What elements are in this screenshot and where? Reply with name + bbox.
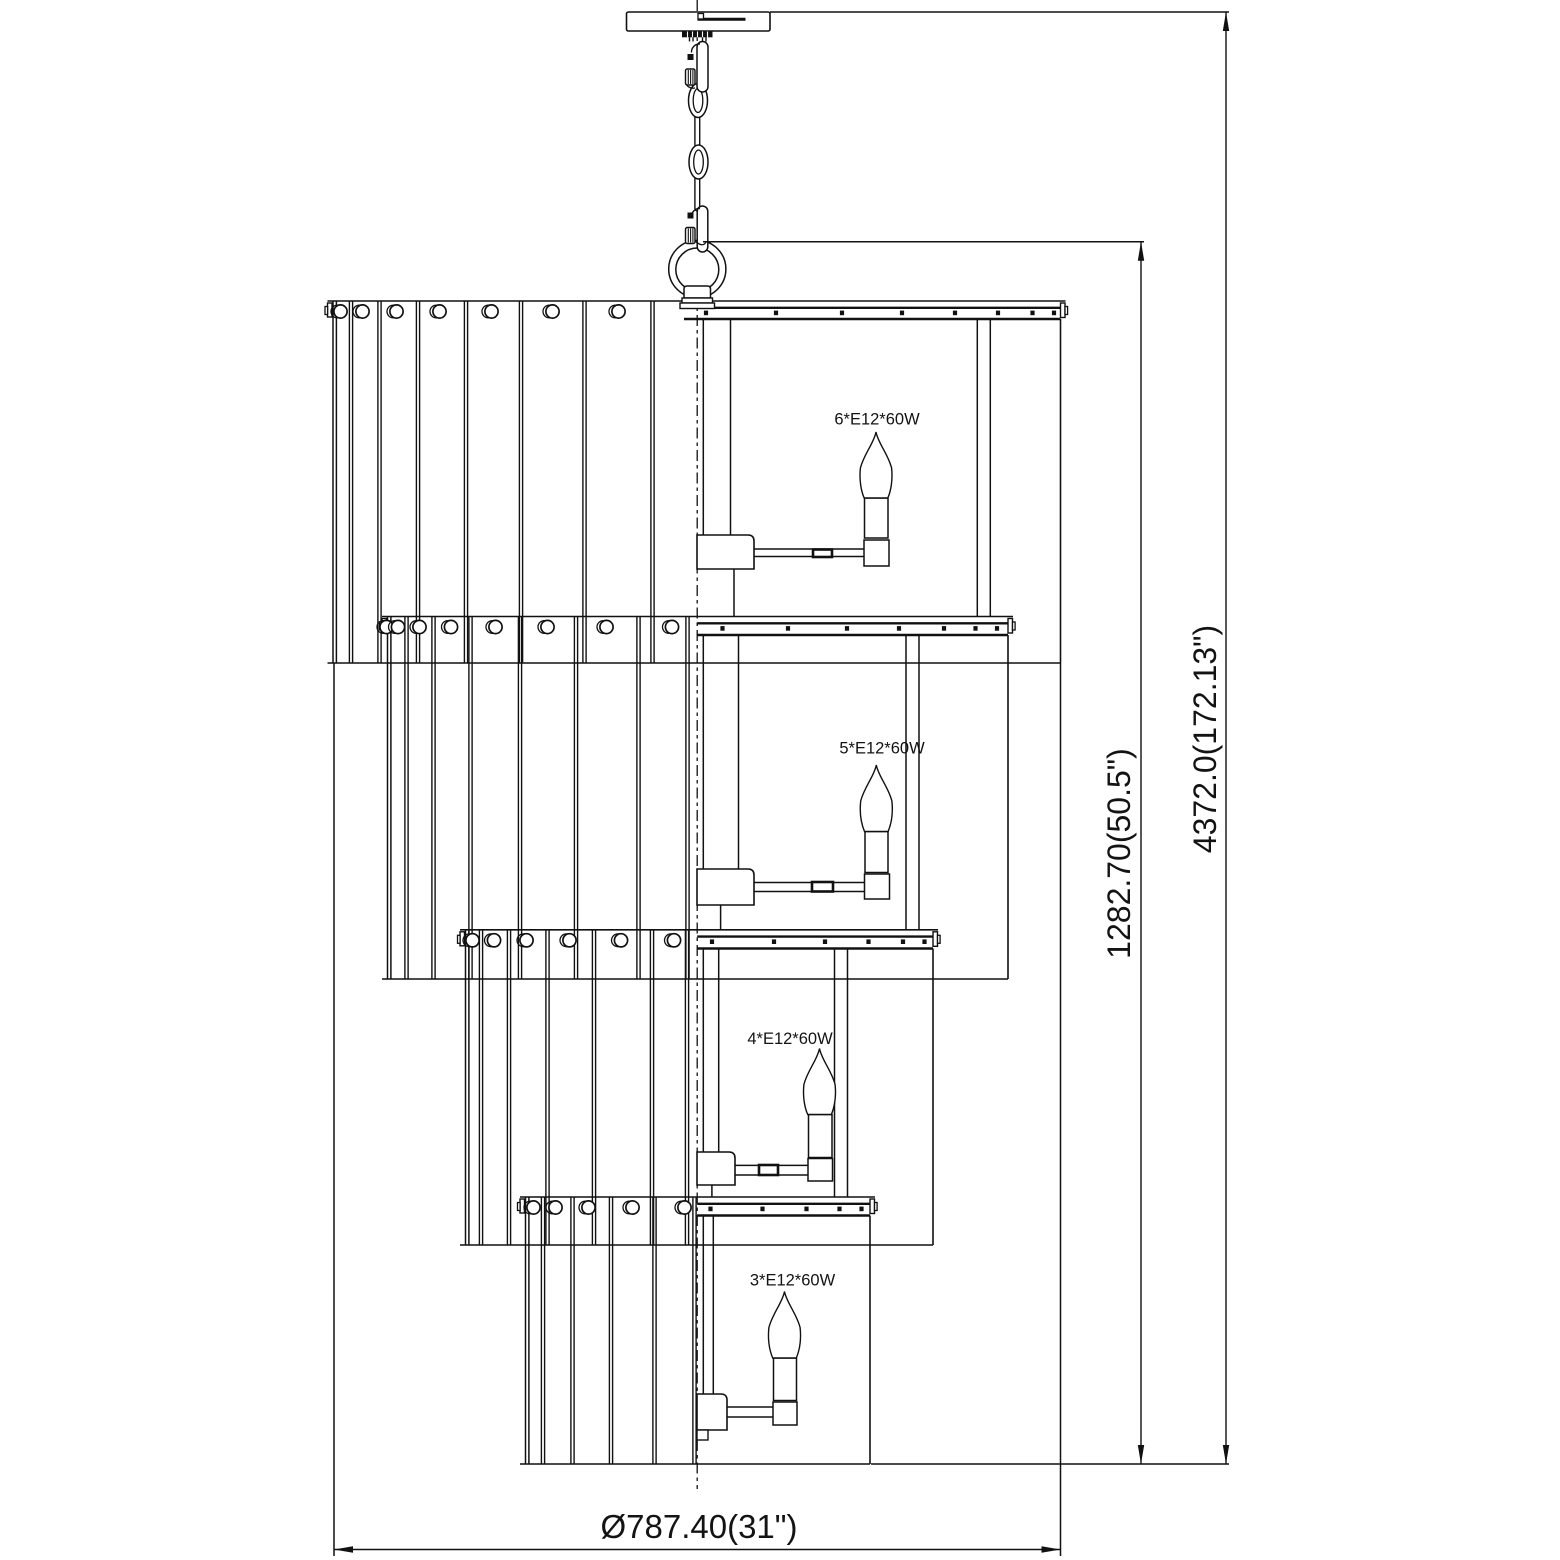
svg-text:1282.70(50.5"): 1282.70(50.5") [1101,748,1137,959]
svg-text:6*E12*60W: 6*E12*60W [834,411,920,429]
svg-text:5*E12*60W: 5*E12*60W [839,740,925,758]
svg-text:Ø787.40(31"): Ø787.40(31") [600,1508,797,1545]
svg-text:4372.0(172.13"): 4372.0(172.13") [1187,625,1223,853]
svg-text:4*E12*60W: 4*E12*60W [747,1030,833,1048]
svg-text:3*E12*60W: 3*E12*60W [750,1272,836,1290]
